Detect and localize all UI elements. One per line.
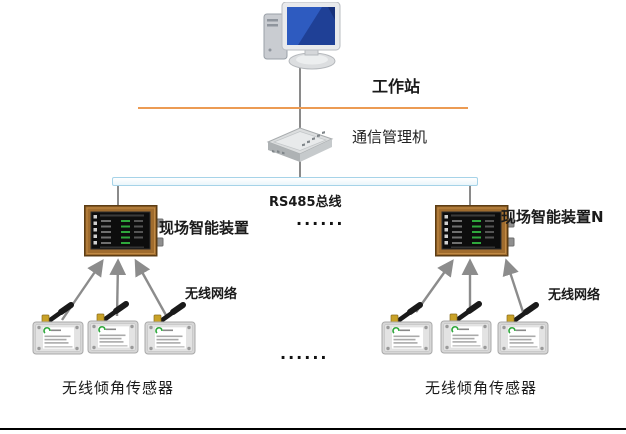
ellipsis-devices: ......	[296, 210, 345, 229]
bottom-divider	[0, 428, 626, 430]
rs485-bus-label: RS485总线	[269, 195, 342, 210]
ellipsis-sensors: ......	[280, 344, 329, 363]
network-gateway-icon	[266, 127, 334, 162]
hmi-panel-icon-right	[435, 205, 515, 257]
workstation-bus-connector-line	[299, 66, 301, 178]
wireless-tilt-sensor-icon	[381, 302, 433, 355]
rs485-bus-bar	[112, 177, 478, 186]
wireless-network-left-label: 无线网络	[185, 287, 238, 302]
wireless-network-right-label: 无线网络	[548, 288, 601, 303]
smart-device-right-label: 现场智能装置N	[501, 208, 604, 226]
wireless-tilt-sensor-icon	[440, 301, 492, 354]
tilt-sensor-right-label: 无线倾角传感器	[425, 379, 538, 397]
wireless-tilt-sensor-icon	[144, 302, 196, 355]
bus-drop-line-left	[117, 186, 119, 206]
wireless-tilt-sensor-icon	[32, 302, 84, 355]
tilt-sensor-left-label: 无线倾角传感器	[62, 379, 175, 397]
bus-drop-line-right	[469, 186, 471, 206]
smart-device-left-label: 现场智能装置	[159, 219, 250, 237]
comm-manager-label: 通信管理机	[352, 128, 428, 146]
desktop-computer-icon	[263, 2, 341, 70]
workstation-label: 工作站	[372, 77, 421, 96]
ethernet-line	[138, 107, 468, 109]
hmi-panel-icon-left	[84, 205, 164, 257]
wireless-tilt-sensor-icon	[497, 302, 549, 355]
wireless-tilt-sensor-icon	[87, 301, 139, 354]
